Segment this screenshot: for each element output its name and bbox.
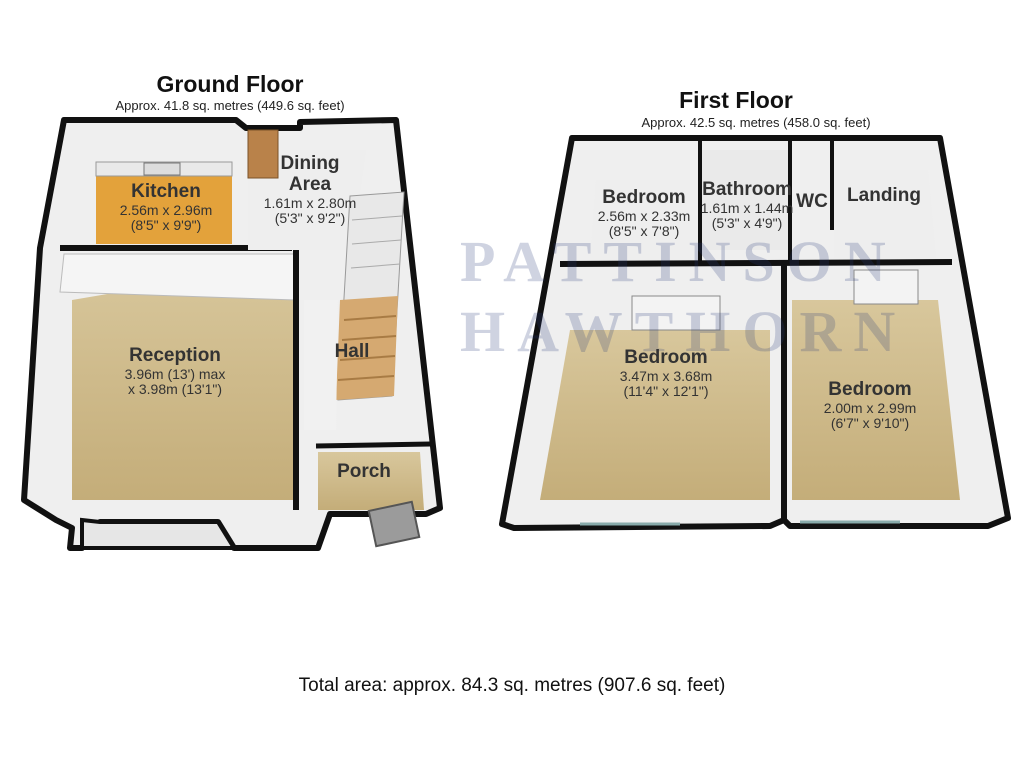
reception-dim1: 3.96m (13') max bbox=[124, 365, 226, 382]
bathroom-dim1: 1.61m x 1.44m bbox=[700, 199, 794, 216]
ground-floor-area: Approx. 41.8 sq. metres (449.6 sq. feet) bbox=[115, 98, 345, 113]
bedroom-right-label: Bedroom 2.00m x 2.99m (6'7" x 9'10") bbox=[800, 379, 940, 432]
porch-floor bbox=[318, 452, 424, 510]
reception-floor bbox=[72, 262, 296, 500]
kitchen-label: Kitchen 2.56m x 2.96m (8'5" x 9'9") bbox=[96, 181, 236, 234]
first-floor-plan bbox=[499, 135, 1011, 531]
dining-name-1: Dining bbox=[280, 153, 340, 174]
total-area: Total area: approx. 84.3 sq. metres (907… bbox=[298, 675, 726, 696]
dining-cupboard bbox=[247, 129, 279, 179]
landing-floor bbox=[834, 170, 936, 258]
wardrobe bbox=[631, 295, 721, 331]
watermark-line1: PATTINSON bbox=[460, 229, 898, 294]
ground-floor-plan bbox=[21, 117, 443, 551]
staircase bbox=[336, 191, 405, 401]
first-floor-mid-wall bbox=[559, 259, 953, 267]
bedroom-main-label: Bedroom 3.47m x 3.68m (11'4" x 12'1") bbox=[596, 347, 736, 400]
doormat bbox=[367, 500, 421, 548]
first-bedroom-floor bbox=[590, 180, 700, 262]
reception-label: Reception 3.96m (13') max x 3.98m (13'1"… bbox=[90, 345, 260, 398]
reception-wall-face bbox=[59, 253, 297, 301]
first-floor-title: First Floor bbox=[679, 87, 793, 113]
bedroom-right-name: Bedroom bbox=[828, 379, 912, 400]
dining-dim1: 1.61m x 2.80m bbox=[263, 194, 357, 211]
dining-label: Dining Area 1.61m x 2.80m (5'3" x 9'2") bbox=[240, 153, 380, 227]
bedroom-main-name: Bedroom bbox=[624, 347, 708, 368]
kitchen-dim1: 2.56m x 2.96m bbox=[119, 201, 213, 218]
landing-name: Landing bbox=[847, 185, 921, 206]
first-floor-area: Approx. 42.5 sq. metres (458.0 sq. feet) bbox=[641, 115, 871, 130]
porch-wall bbox=[315, 441, 431, 449]
bathroom-name: Bathroom bbox=[702, 179, 792, 200]
reception-name: Reception bbox=[129, 345, 221, 366]
bedroom-small-dim2: (8'5" x 7'8") bbox=[608, 223, 680, 240]
bathroom-label: Bathroom 1.61m x 1.44m (5'3" x 4'9") bbox=[684, 179, 810, 232]
sink-icon bbox=[143, 162, 181, 176]
bedroom-small-label: Bedroom 2.56m x 2.33m (8'5" x 7'8") bbox=[584, 187, 704, 240]
bedroom-main-dim1: 3.47m x 3.68m bbox=[619, 367, 713, 384]
right-bedroom-floor bbox=[792, 300, 960, 500]
bedroom-small-name: Bedroom bbox=[602, 187, 686, 208]
bedroom-small-dim1: 2.56m x 2.33m bbox=[597, 207, 691, 224]
bedroom-right-dim2: (6'7" x 9'10") bbox=[830, 415, 910, 432]
cupboard bbox=[853, 269, 919, 305]
hall-name: Hall bbox=[334, 341, 370, 362]
watermark-line2: HAWTHORN bbox=[460, 299, 908, 364]
kitchen-dim2: (8'5" x 9'9") bbox=[130, 217, 202, 234]
dining-name-2: Area bbox=[288, 173, 332, 195]
kitchen-name: Kitchen bbox=[131, 181, 201, 202]
hall-floor bbox=[304, 300, 338, 430]
bay-window bbox=[80, 517, 238, 550]
kitchen-floor bbox=[96, 162, 232, 244]
bedroom-right-dim1: 2.00m x 2.99m bbox=[823, 399, 917, 416]
main-bedroom-floor bbox=[540, 330, 770, 500]
dining-dim2: (5'3" x 9'2") bbox=[274, 210, 346, 227]
porch-name: Porch bbox=[337, 461, 391, 482]
ground-floor-title: Ground Floor bbox=[156, 71, 304, 97]
bathroom-dim2: (5'3" x 4'9") bbox=[711, 215, 783, 232]
bathroom-floor bbox=[700, 150, 790, 250]
reception-dim2: x 3.98m (13'1") bbox=[127, 381, 222, 398]
bedroom-main-dim2: (11'4" x 12'1") bbox=[623, 383, 709, 400]
wc-name: WC bbox=[796, 191, 828, 212]
